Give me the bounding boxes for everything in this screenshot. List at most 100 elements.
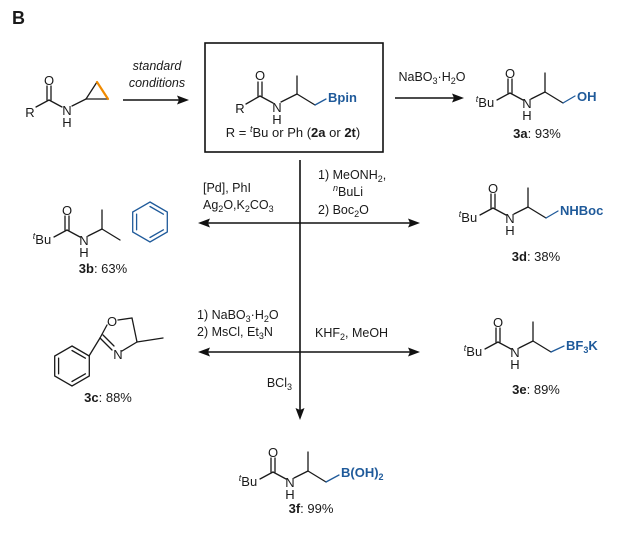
- text-segment: 2: [264, 314, 269, 324]
- atom-o: O: [488, 181, 498, 196]
- text-segment: BCl: [267, 376, 287, 390]
- text-segment: 2: [379, 472, 384, 482]
- boronic-acid-group: B(OH)2​: [341, 465, 384, 482]
- text-segment: 2: [451, 76, 456, 86]
- text-segment: t: [464, 343, 467, 353]
- reagent-amination-line2: n​BuLi: [333, 183, 363, 199]
- text-segment: 2t: [344, 125, 356, 140]
- text-segment: t: [459, 209, 462, 219]
- tbu-group: t​Bu: [464, 343, 482, 359]
- text-segment: BuLi: [338, 185, 363, 199]
- boxed-intermediate-2: R O N H Bpin R = t​Bu or Ph (2a or 2t): [204, 42, 384, 153]
- text-segment: O: [359, 203, 369, 217]
- product-caption: 3a: 93%: [513, 126, 561, 141]
- atom-r: R: [235, 101, 244, 116]
- reagent-trifluoroborate: KHF2​, MeOH: [315, 326, 388, 342]
- text-segment: 3: [246, 314, 251, 324]
- product-3a: t​Bu O N H OH 3a: 93%: [476, 66, 597, 141]
- bpin-group: Bpin: [328, 90, 357, 105]
- atom-n: N: [510, 345, 519, 360]
- text-segment: Bu or Ph (: [253, 125, 312, 140]
- atom-h: H: [62, 115, 71, 130]
- atom-n: N: [272, 100, 281, 115]
- text-segment: 2a: [311, 125, 326, 140]
- text-segment: NaBO: [398, 70, 432, 84]
- product-3e: t​Bu O N H BF3​K 3e: 89%: [464, 315, 599, 397]
- nhboc-group: NHBoc: [560, 203, 603, 218]
- reagent-oxazoline-line1: 1) NaBO3​·H2​O: [197, 308, 279, 324]
- text-segment: 2) Boc: [318, 203, 354, 217]
- reagent-arylation-line1: [Pd], PhI: [203, 181, 251, 195]
- starting-material-cyclopropylamide: R O N H: [25, 73, 110, 130]
- text-segment: 3b: [79, 261, 94, 276]
- step1-conditions-line2: conditions: [129, 76, 185, 90]
- atom-h: H: [510, 357, 519, 372]
- atom-n: N: [79, 233, 88, 248]
- tbu-group: t​Bu: [476, 94, 494, 110]
- text-segment: 3: [259, 331, 264, 341]
- text-segment: : 63%: [94, 261, 128, 276]
- product-caption: 3f: 99%: [289, 501, 334, 516]
- product-caption: 3d: 38%: [512, 249, 561, 264]
- atom-n: N: [62, 103, 71, 118]
- text-segment: CO: [250, 198, 269, 212]
- intermediate-caption: R = t​Bu or Ph (2a or 2t): [226, 124, 360, 140]
- product-3d: t​Bu O N H NHBoc 3d: 38%: [459, 181, 604, 264]
- text-segment: 1) NaBO: [197, 308, 246, 322]
- text-segment: 3: [583, 345, 588, 355]
- text-segment: ·H: [438, 70, 451, 84]
- text-segment: Ag: [203, 198, 218, 212]
- text-segment: 3e: [512, 382, 526, 397]
- reagent-oxidation: NaBO3​·H2​O: [398, 70, 465, 86]
- atom-n: N: [285, 475, 294, 490]
- text-segment: ,: [383, 168, 386, 182]
- text-segment: : 93%: [528, 126, 562, 141]
- step1-conditions-line1: standard: [133, 59, 183, 73]
- atom-h: H: [505, 223, 514, 238]
- text-segment: N: [264, 325, 273, 339]
- atom-h: H: [272, 112, 281, 127]
- text-segment: O: [456, 70, 466, 84]
- text-segment: t: [33, 231, 36, 241]
- reagent-amination-line3: 2) Boc2​O: [318, 203, 369, 219]
- text-segment: Bu: [461, 210, 477, 225]
- text-segment: Bu: [241, 474, 257, 489]
- text-segment: 2: [218, 204, 223, 214]
- text-segment: Bu: [35, 232, 51, 247]
- text-segment: 2) MsCl, Et: [197, 325, 259, 339]
- phenyl-ring: [132, 201, 168, 243]
- product-3f: t​Bu O N H B(OH)2​ 3f: 99%: [239, 445, 384, 516]
- atom-r: R: [25, 105, 34, 120]
- text-segment: K: [588, 338, 598, 353]
- text-segment: n: [333, 183, 338, 193]
- text-segment: 3a: [513, 126, 528, 141]
- tbu-group: t​Bu: [33, 231, 51, 247]
- tbu-group: t​Bu: [239, 473, 257, 489]
- text-segment: : 89%: [527, 382, 561, 397]
- atom-o: O: [62, 203, 72, 218]
- text-segment: O,K: [223, 198, 245, 212]
- panel-label: B: [12, 8, 25, 28]
- text-segment: 2: [340, 332, 345, 342]
- atom-o: O: [44, 73, 54, 88]
- atom-o: O: [107, 314, 117, 329]
- reagent-boronic-acid: BCl3​: [267, 376, 292, 392]
- reagent-oxazoline-line2: 2) MsCl, Et3​N: [197, 325, 273, 341]
- text-segment: t: [476, 94, 479, 104]
- hydroxyl-group: OH: [577, 89, 597, 104]
- text-segment: , MeOH: [345, 326, 388, 340]
- text-segment: : 88%: [99, 390, 133, 405]
- text-segment: 1) MeONH: [318, 168, 378, 182]
- reagent-amination-line1: 1) MeONH2​,: [318, 168, 386, 184]
- text-segment: O: [269, 308, 279, 322]
- product-3c: O N 3c: 88%: [54, 314, 164, 405]
- text-segment: ·H: [251, 308, 264, 322]
- text-segment: Bu: [478, 95, 494, 110]
- atom-o: O: [505, 66, 515, 81]
- text-segment: 2: [354, 209, 359, 219]
- product-caption: 3e: 89%: [512, 382, 560, 397]
- atom-h: H: [522, 108, 531, 123]
- text-segment: t: [250, 124, 253, 134]
- product-3b: t​Bu O N H 3b: 63%: [33, 201, 168, 276]
